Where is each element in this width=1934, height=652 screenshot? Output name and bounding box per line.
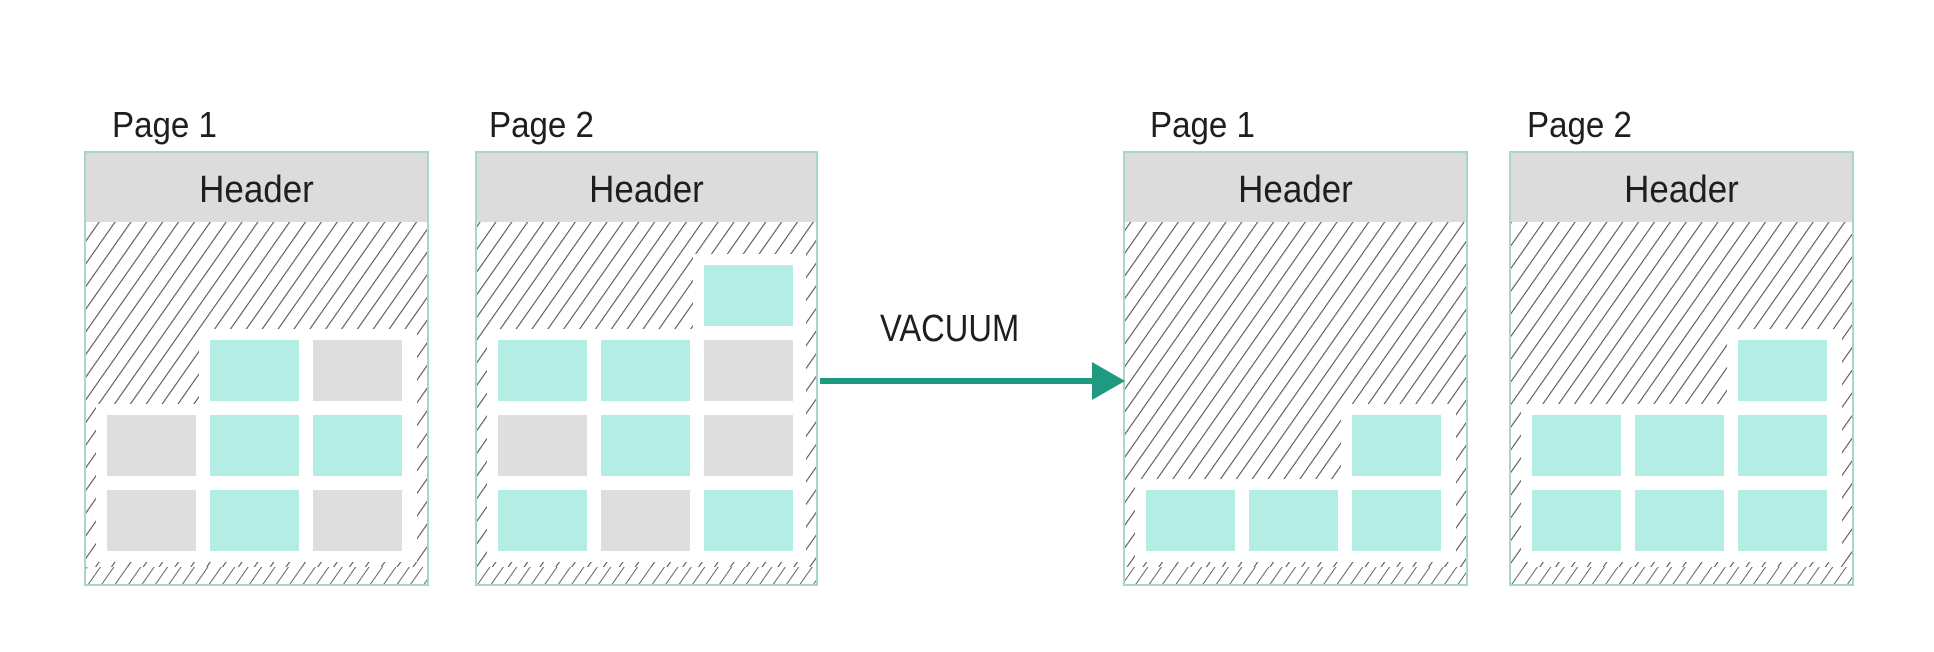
before-page-2: [475, 151, 818, 586]
live-tuple: [1352, 490, 1441, 551]
live-tuple: [498, 490, 587, 551]
live-tuple: [1738, 415, 1827, 476]
before-page-1-title: Page 1: [112, 104, 217, 145]
before-page-1-header-band: [85, 152, 428, 222]
before-page-2-bottom-strip: [476, 567, 817, 585]
dead-tuple: [313, 340, 402, 401]
live-tuple: [601, 415, 690, 476]
pages-layer: [84, 151, 1854, 586]
live-tuple: [704, 490, 793, 551]
after-page-1-header-band: [1124, 152, 1467, 222]
before-page-1-border: [84, 151, 429, 586]
after-page-2-bottom-strip: [1510, 567, 1853, 585]
live-tuple: [1352, 415, 1441, 476]
live-tuple: [1146, 490, 1235, 551]
dead-tuple: [107, 490, 196, 551]
dead-tuple: [704, 415, 793, 476]
before-page-2-header: Header: [589, 169, 704, 211]
live-tuple: [1532, 415, 1621, 476]
live-tuple: [498, 340, 587, 401]
dead-tuple: [313, 490, 402, 551]
live-tuple: [210, 340, 299, 401]
live-tuple: [313, 415, 402, 476]
after-page-2: [1509, 151, 1854, 586]
dead-tuple: [107, 415, 196, 476]
live-tuple: [601, 340, 690, 401]
dead-tuple: [498, 415, 587, 476]
after-page-1-title: Page 1: [1150, 104, 1255, 145]
before-page-1: [84, 151, 429, 586]
live-tuple: [704, 265, 793, 326]
dead-tuple: [601, 490, 690, 551]
after-page-2-border: [1509, 151, 1854, 586]
before-page-2-title: Page 2: [489, 104, 594, 145]
vacuum-arrow: [820, 362, 1125, 400]
before-page-1-header: Header: [199, 169, 314, 211]
live-tuple: [1738, 340, 1827, 401]
live-tuple: [1738, 490, 1827, 551]
vacuum-arrow-head: [1092, 362, 1125, 400]
live-tuple: [1532, 490, 1621, 551]
live-tuple: [210, 415, 299, 476]
after-page-1-border: [1123, 151, 1468, 586]
live-tuple: [1635, 415, 1724, 476]
after-page-2-header-band: [1510, 152, 1853, 222]
before-page-2-header-band: [476, 152, 817, 222]
live-tuple: [210, 490, 299, 551]
vacuum-label: VACUUM: [880, 308, 1020, 350]
live-tuple: [1635, 490, 1724, 551]
after-page-1: [1123, 151, 1468, 586]
before-page-2-border: [475, 151, 818, 586]
before-page-1-bottom-strip: [85, 567, 428, 585]
after-page-2-header: Header: [1624, 169, 1739, 211]
after-page-1-header: Header: [1238, 169, 1353, 211]
dead-tuple: [704, 340, 793, 401]
after-page-2-title: Page 2: [1527, 104, 1632, 145]
live-tuple: [1249, 490, 1338, 551]
after-page-1-bottom-strip: [1124, 567, 1467, 585]
